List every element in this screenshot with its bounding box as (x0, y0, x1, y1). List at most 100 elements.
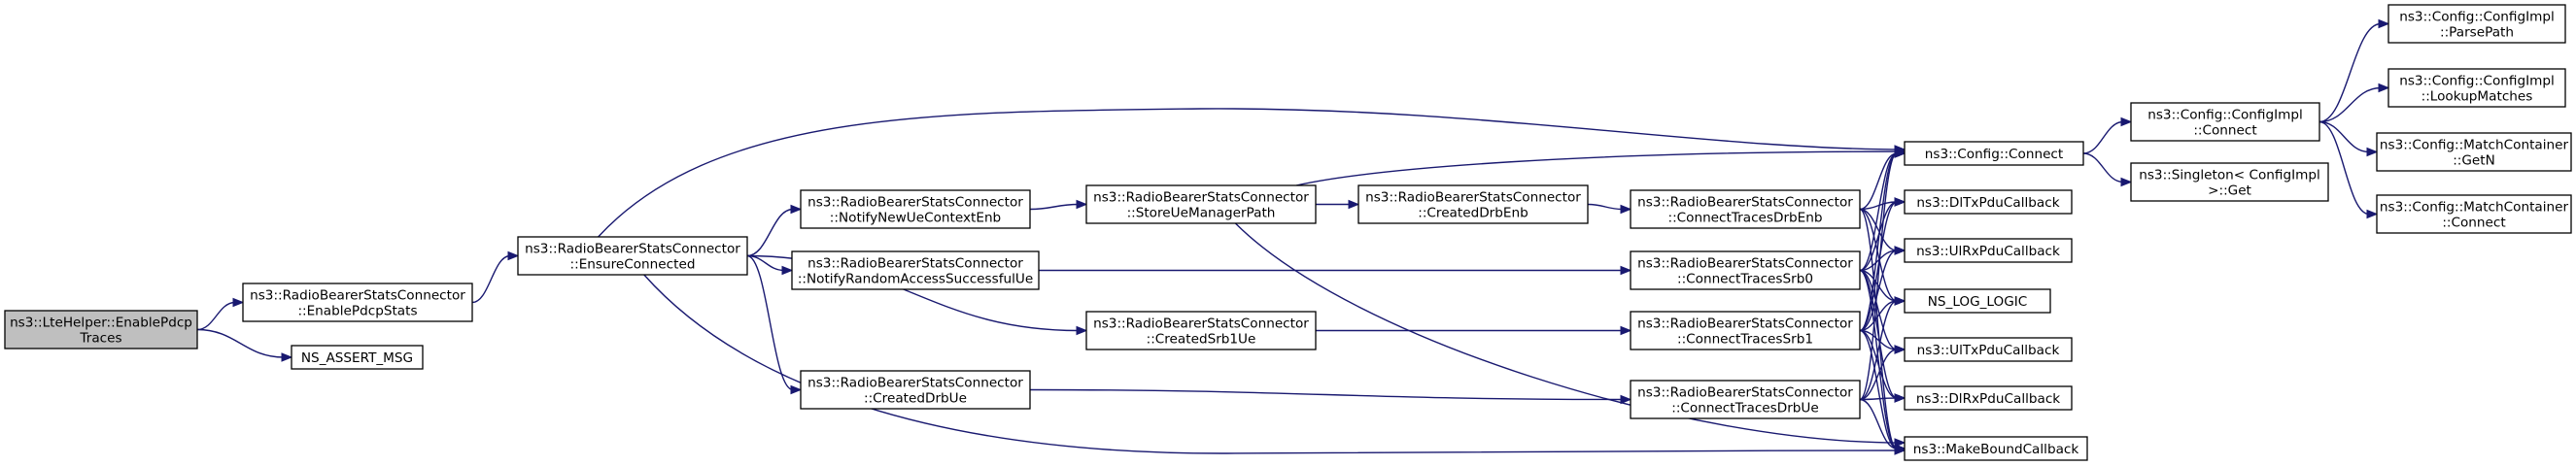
node-box (1357, 184, 1589, 224)
arrowhead (1620, 394, 1632, 405)
node-box (1904, 436, 2088, 461)
node-label: ns3::RadioBearerStatsConnector (1637, 385, 1853, 401)
node-box (1630, 189, 1861, 229)
node-box (800, 189, 1031, 229)
arrowhead (1076, 325, 1088, 336)
edge-line (1859, 397, 1898, 401)
edge-line (1029, 203, 1080, 211)
node-connect-traces-srb1[interactable]: ns3::RadioBearerStatsConnector::ConnectT… (1630, 311, 1861, 350)
node-label: ::CreatedDrbEnb (1418, 206, 1528, 221)
node-label: ::ConnectTracesDrbUe (1671, 401, 1819, 416)
node-label: ns3::Config::MatchContainer (2380, 200, 2569, 216)
node-label: ns3::RadioBearerStatsConnector (1637, 256, 1853, 272)
arrowhead (1076, 199, 1088, 210)
edges-layer (196, 18, 2390, 455)
arrowhead (1894, 444, 1906, 453)
edge-line (2318, 120, 2370, 153)
edge-line (1587, 203, 1624, 211)
node-label: ns3::Config::MatchContainer (2380, 138, 2569, 153)
node-label: ns3::Singleton< ConfigImpl (2139, 168, 2320, 183)
node-box (1630, 311, 1861, 350)
edge-config-connect-to-config-impl-connect (2082, 116, 2133, 154)
node-created-drb-ue[interactable]: ns3::RadioBearerStatsConnector::CreatedD… (800, 370, 1031, 410)
node-label: ns3::RadioBearerStatsConnector (1637, 316, 1853, 332)
node-label: ::StoreUeManagerPath (1127, 206, 1276, 221)
node-label: ::Connect (2193, 123, 2256, 139)
node-config-connect[interactable]: ns3::Config::Connect (1904, 141, 2084, 166)
node-config-impl-parse-path[interactable]: ns3::Config::ConfigImpl::ParsePath (2387, 4, 2566, 44)
node-make-bound-callback[interactable]: ns3::MakeBoundCallback (1904, 436, 2088, 461)
node-label: ns3::RadioBearerStatsConnector (807, 195, 1023, 211)
edge-store-ue-manager-path-to-created-drb-enb (1315, 199, 1360, 210)
node-config-impl-lookup-matches[interactable]: ns3::Config::ConfigImpl::LookupMatches (2387, 68, 2566, 108)
edge-connect-traces-drb-ue-to-ul-tx-pdu-callback (1859, 345, 1906, 401)
edge-ensure-connected-to-notify-random-access-successful-ue (746, 254, 794, 276)
node-box (517, 236, 748, 276)
edge-line (1295, 150, 1906, 186)
node-box (1904, 288, 2051, 314)
node-connect-traces-srb0[interactable]: ns3::RadioBearerStatsConnector::ConnectT… (1630, 250, 1861, 290)
node-label: ns3::LteHelper::EnablePdcp (10, 316, 192, 331)
node-created-drb-enb[interactable]: ns3::RadioBearerStatsConnector::CreatedD… (1357, 184, 1589, 224)
edge-connect-traces-drb-ue-to-make-bound-callback (1859, 398, 1906, 453)
node-box (291, 345, 424, 370)
edge-line (1859, 152, 1898, 272)
node-label: ::ConnectTracesSrb0 (1677, 272, 1813, 287)
node-box (2130, 162, 2329, 202)
node-label: ns3::RadioBearerStatsConnector (1093, 316, 1309, 332)
node-match-container-connect[interactable]: ns3::Config::MatchContainer::Connect (2376, 194, 2572, 234)
node-ensure-connected[interactable]: ns3::RadioBearerStatsConnector::EnsureCo… (517, 236, 748, 276)
node-box (1085, 311, 1317, 350)
node-ul-rx-pdu-callback[interactable]: ns3::UlRxPduCallback (1904, 238, 2073, 263)
node-box (1904, 385, 2073, 411)
node-label: ::ConnectTracesDrbEnb (1667, 211, 1822, 226)
node-connect-traces-drb-enb[interactable]: ns3::RadioBearerStatsConnector::ConnectT… (1630, 189, 1861, 229)
arrowhead (2366, 209, 2379, 219)
edge-connect-traces-srb0-to-make-bound-callback (1859, 269, 1906, 453)
edge-line (1859, 269, 1898, 449)
node-dl-tx-pdu-callback[interactable]: ns3::DlTxPduCallback (1904, 189, 2073, 215)
edge-connect-traces-drb-ue-to-ns-log-logic (1859, 296, 1906, 401)
edge-line (1859, 300, 1898, 332)
node-label: ::ConnectTracesSrb1 (1677, 332, 1813, 348)
node-store-ue-manager-path[interactable]: ns3::RadioBearerStatsConnector::StoreUeM… (1085, 184, 1317, 224)
edge-line (1859, 201, 1898, 332)
node-box (2130, 102, 2320, 142)
node-ns-assert-msg[interactable]: NS_ASSERT_MSG (291, 345, 424, 370)
node-label: ::ParsePath (2440, 25, 2514, 41)
node-match-container-get-n[interactable]: ns3::Config::MatchContainer::GetN (2376, 132, 2572, 172)
edge-ensure-connected-to-created-drb-ue (746, 254, 803, 395)
edge-line (1859, 152, 1898, 211)
nodes-layer: ns3::LteHelper::EnablePdcpTracesns3::Rad… (4, 4, 2572, 461)
node-box (2376, 194, 2572, 234)
node-created-srb1-ue[interactable]: ns3::RadioBearerStatsConnector::CreatedS… (1085, 311, 1317, 350)
node-dl-rx-pdu-callback[interactable]: ns3::DlRxPduCallback (1904, 385, 2073, 411)
node-label: ns3::RadioBearerStatsConnector (1093, 190, 1309, 206)
edge-config-impl-connect-to-config-impl-parse-path (2318, 18, 2390, 123)
edge-lte-enable-pdcp-traces-to-enable-pdcp-stats (196, 297, 245, 331)
node-box (1904, 337, 2073, 362)
arrowhead (1894, 393, 1906, 403)
node-enable-pdcp-stats[interactable]: ns3::RadioBearerStatsConnector::EnablePd… (242, 283, 473, 322)
node-notify-new-ue-context-enb[interactable]: ns3::RadioBearerStatsConnector::NotifyNe… (800, 189, 1031, 229)
node-config-impl-connect[interactable]: ns3::Config::ConfigImpl::Connect (2130, 102, 2320, 142)
edge-ensure-connected-to-make-bound-callback (643, 274, 1906, 455)
node-label: ns3::RadioBearerStatsConnector (525, 242, 740, 257)
node-connect-traces-drb-ue[interactable]: ns3::RadioBearerStatsConnector::ConnectT… (1630, 380, 1861, 419)
edge-store-ue-manager-path-to-make-bound-callback (1234, 222, 1906, 448)
node-box (800, 370, 1031, 410)
node-label: ns3::Config::ConfigImpl (2399, 74, 2555, 89)
node-label: ns3::RadioBearerStatsConnector (807, 256, 1023, 272)
edge-line (746, 208, 794, 257)
node-singleton-get[interactable]: ns3::Singleton< ConfigImpl >::Get (2130, 162, 2329, 202)
node-ul-tx-pdu-callback[interactable]: ns3::UlTxPduCallback (1904, 337, 2073, 362)
edge-config-impl-connect-to-match-container-get-n (2318, 120, 2379, 157)
edge-line (1859, 300, 1898, 401)
edge-line (1859, 208, 1898, 449)
edge-notify-new-ue-context-enb-to-store-ue-manager-path (1029, 199, 1088, 211)
node-ns-log-logic[interactable]: NS_LOG_LOGIC (1904, 288, 2051, 314)
edge-connect-traces-srb1-to-dl-tx-pdu-callback (1859, 197, 1906, 332)
edge-line (1859, 398, 1898, 449)
node-notify-random-access-successful-ue[interactable]: ns3::RadioBearerStatsConnector::NotifyRa… (791, 250, 1040, 290)
